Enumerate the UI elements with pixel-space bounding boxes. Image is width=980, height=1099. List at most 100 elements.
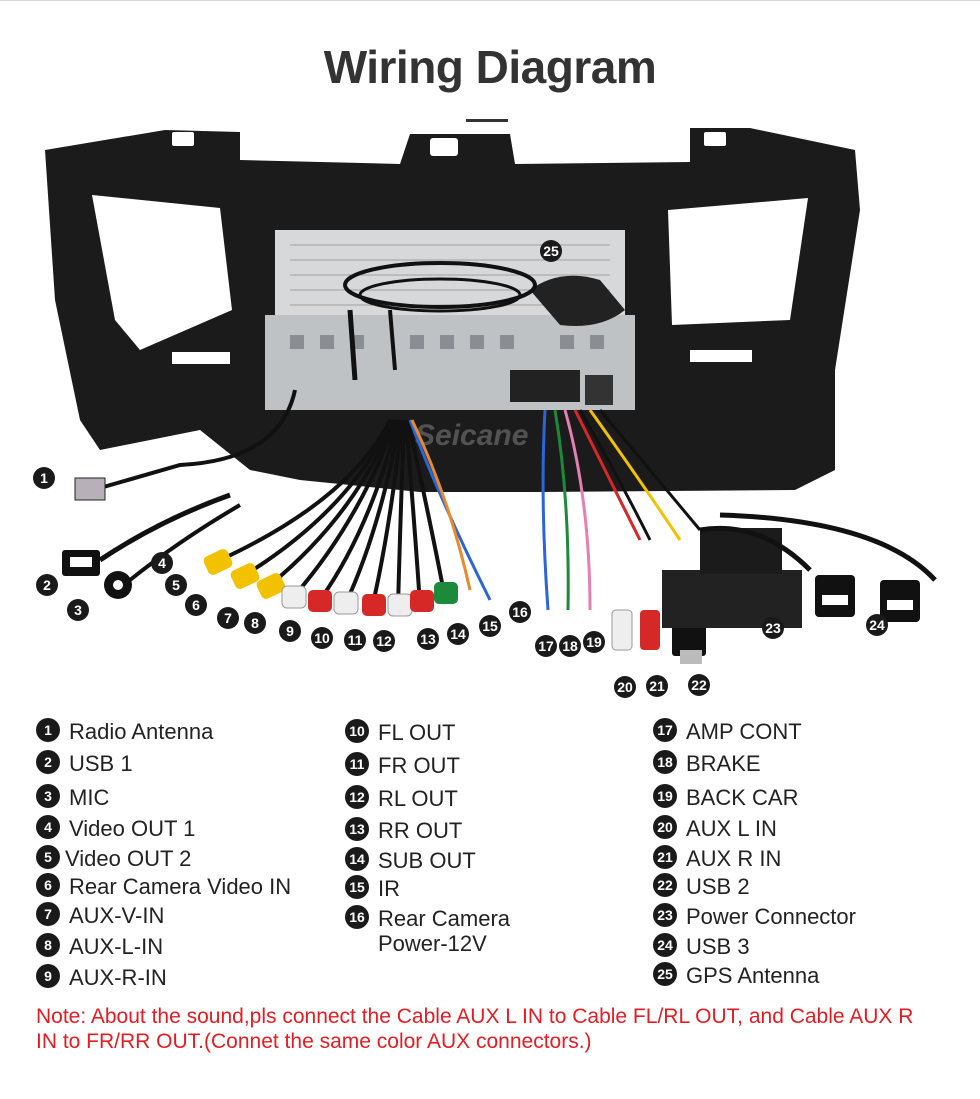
aux-r-in-plug bbox=[640, 610, 660, 650]
wiring-photo: Seicane bbox=[0, 120, 980, 710]
sound-note: Note: About the sound,pls connect the Ca… bbox=[36, 1005, 914, 1053]
svg-text:10: 10 bbox=[314, 630, 330, 646]
callout-11 bbox=[344, 629, 366, 651]
svg-text:18: 18 bbox=[562, 638, 578, 654]
svg-text:24: 24 bbox=[869, 617, 885, 633]
callout-12 bbox=[373, 630, 395, 652]
svg-text:22: 22 bbox=[691, 677, 707, 693]
callout-5 bbox=[165, 574, 187, 596]
callout-13 bbox=[417, 628, 439, 650]
right-slot bbox=[690, 350, 752, 362]
radio-antenna-cable bbox=[99, 389, 297, 490]
svg-text:11: 11 bbox=[348, 632, 363, 648]
callout-6 bbox=[185, 594, 207, 616]
callout-23 bbox=[762, 617, 784, 639]
svg-text:1: 1 bbox=[40, 470, 48, 486]
callout-7 bbox=[217, 607, 239, 629]
top-hole-1 bbox=[172, 132, 194, 146]
callout-19 bbox=[583, 631, 605, 653]
callout-9 bbox=[279, 620, 301, 642]
rca-harness-wires bbox=[219, 419, 447, 609]
top-hole-2 bbox=[430, 138, 458, 156]
head-unit-holes bbox=[290, 335, 604, 349]
cable-coil bbox=[343, 261, 537, 309]
rca-plugs bbox=[203, 549, 458, 617]
callout-20 bbox=[614, 676, 636, 698]
svg-text:13: 13 bbox=[420, 631, 436, 647]
wiring-illustration: Seicane bbox=[33, 128, 937, 698]
page-title: Wiring Diagram bbox=[323, 41, 657, 93]
callout-21 bbox=[646, 675, 668, 697]
callout-4 bbox=[151, 552, 173, 574]
svg-text:8: 8 bbox=[251, 615, 259, 631]
main-plug bbox=[510, 370, 580, 402]
power-harness-wires bbox=[541, 409, 702, 611]
watermark: Seicane bbox=[415, 419, 528, 452]
top-rule bbox=[0, 0, 980, 1]
title-underline bbox=[466, 119, 508, 122]
svg-text:25: 25 bbox=[543, 243, 559, 259]
svg-text:15: 15 bbox=[482, 618, 498, 634]
callout-8 bbox=[244, 612, 266, 634]
svg-text:16: 16 bbox=[512, 604, 528, 620]
svg-text:4: 4 bbox=[158, 555, 166, 571]
callout-3 bbox=[67, 599, 89, 621]
callout-14 bbox=[447, 623, 469, 645]
callout-18 bbox=[559, 635, 581, 657]
svg-text:3: 3 bbox=[74, 602, 82, 618]
callout-16 bbox=[509, 601, 531, 623]
left-slot bbox=[172, 352, 230, 364]
svg-text:7: 7 bbox=[224, 610, 232, 626]
svg-text:19: 19 bbox=[586, 634, 602, 650]
callout-22 bbox=[688, 674, 710, 696]
svg-text:17: 17 bbox=[538, 638, 554, 654]
callout-25 bbox=[540, 240, 562, 262]
svg-text:14: 14 bbox=[450, 626, 466, 642]
svg-text:5: 5 bbox=[172, 577, 180, 593]
right-window bbox=[668, 198, 808, 325]
left-window bbox=[92, 195, 232, 350]
svg-text:23: 23 bbox=[765, 620, 781, 636]
svg-text:20: 20 bbox=[617, 679, 633, 695]
usb-plug bbox=[585, 375, 613, 405]
callout-15 bbox=[479, 615, 501, 637]
aux-l-in-plug bbox=[611, 609, 633, 651]
callout-2 bbox=[36, 574, 58, 596]
svg-text:6: 6 bbox=[192, 597, 200, 613]
callout-17 bbox=[535, 635, 557, 657]
svg-text:2: 2 bbox=[43, 577, 51, 593]
callout-1 bbox=[33, 467, 55, 489]
top-hole-3 bbox=[704, 132, 726, 146]
svg-text:9: 9 bbox=[286, 623, 294, 639]
power-connector bbox=[662, 570, 802, 628]
svg-text:12: 12 bbox=[376, 633, 392, 649]
svg-text:21: 21 bbox=[649, 678, 665, 694]
gps-antenna-puck bbox=[530, 275, 625, 326]
callout-24 bbox=[866, 614, 888, 636]
